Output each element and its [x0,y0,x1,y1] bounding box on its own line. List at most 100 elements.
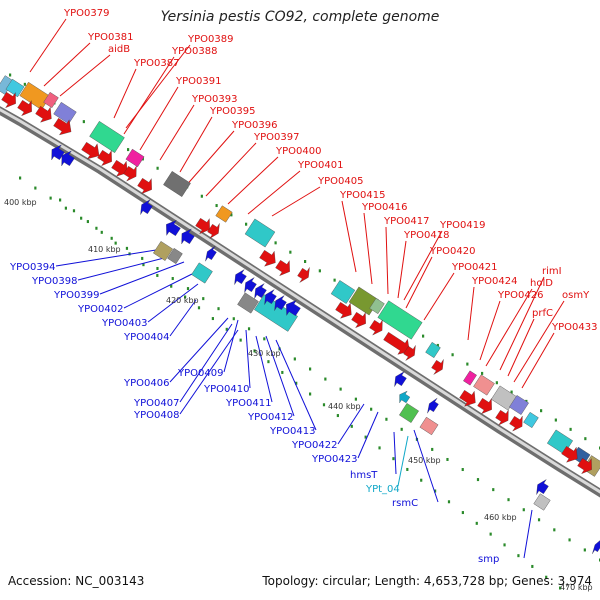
gene-label-ypo0411: YPO0411 [225,398,271,409]
tick-dot [318,269,321,273]
tick-dot [245,222,248,226]
gene-label-ypo0387: YPO0387 [133,58,179,69]
tick-dot [422,334,425,338]
gene-label-ypo0402: YPO0402 [77,304,123,315]
leader-line [223,319,239,373]
forward-gene-arrow [275,259,290,277]
gene-label-ypo0409: YPO0409 [177,368,223,379]
gene-block [43,91,59,109]
leader-line [265,335,295,417]
tick-dot [545,575,548,579]
gene-label-ypo0400: YPO0400 [275,146,321,157]
tick-dot [322,403,326,407]
tick-dot [59,198,62,202]
forward-gene-arrow [137,177,152,195]
kbp-label-450-kbp: 450 kbp [408,456,441,465]
tick-dot [230,213,233,217]
leader-line [397,240,407,299]
leader-line [245,329,251,389]
tick-dot [461,511,464,515]
leader-line [43,42,91,87]
leader-line [423,272,455,321]
tick-dot [170,284,173,288]
forward-gene-arrow [383,331,410,355]
leader-line [183,130,235,189]
tick-dot [434,489,437,493]
tick-dot [239,338,242,342]
tick-dot [554,418,557,422]
reverse-gene-arrow [286,299,301,317]
leader-line [113,68,137,119]
gene-label-ypo0398: YPO0398 [31,276,77,287]
gene-block [473,374,495,396]
gene-block [125,148,145,168]
tick-dot [583,548,586,552]
forward-gene-arrow [259,249,276,267]
gene-label-aidb: aidB [108,44,130,55]
gene-label-ypo0407: YPO0407 [133,398,179,409]
tick-dot [553,528,556,532]
gene-label-hmst: hmsT [350,470,378,481]
reverse-gene-arrow [61,150,75,167]
forward-gene-arrow [477,397,492,415]
gene-label-ypo0395: YPO0395 [209,106,255,117]
gene-label-ypo0391: YPO0391 [175,76,221,87]
kbp-label-400-kbp: 400 kbp [4,198,37,207]
gene-block [463,370,477,386]
leader-line [275,339,317,431]
gene-label-ypt-04: YPt_04 [365,484,400,495]
leader-line [341,200,357,273]
leader-line [55,249,157,267]
gene-label-ypo0393: YPO0393 [191,94,237,105]
leader-line [393,431,397,475]
gene-block [377,300,423,340]
tick-dot [378,446,381,450]
leader-line [499,276,545,371]
gene-label-ypo0408: YPO0408 [133,410,179,421]
tick-dot [114,241,117,245]
tick-dot [495,381,498,385]
leader-line [521,332,555,389]
tick-dot [267,360,270,364]
reverse-gene-arrow [51,144,65,161]
leader-line [123,56,175,135]
gene-block [399,403,419,423]
gene-block [523,411,539,429]
tick-dot [350,424,353,428]
gene-label-ypo0397: YPO0397 [253,132,299,143]
gene-block [244,218,276,248]
tick-dot [295,381,298,385]
tick-dot [333,278,336,282]
tick-dot [364,435,367,439]
leader-line [403,230,443,301]
reverse-gene-arrow [254,283,267,299]
tick-dot [461,468,464,472]
tick-dot [184,295,187,299]
gene-label-ypo0404: YPO0404 [123,332,169,343]
reverse-gene-arrow [244,277,257,293]
tick-dot [517,554,520,558]
gene-label-ypo0424: YPO0424 [471,276,517,287]
leader-line [159,104,195,161]
gene-label-ypo0388: YPO0388 [171,46,217,57]
tick-dot [171,277,174,281]
tick-dot [385,417,388,421]
tick-dot [274,241,277,245]
forward-gene-arrow [459,389,476,407]
forward-gene-arrow [35,105,52,123]
leader-line [179,116,213,173]
reverse-gene-arrow [234,269,247,285]
reverse-gene-arrow [427,397,439,414]
tick-dot [289,250,292,254]
gene-label-ypo0410: YPO0410 [203,384,249,395]
tick-dot [451,353,454,357]
tick-dot [82,120,85,124]
leader-line [357,411,379,459]
reverse-gene-arrow [205,245,217,262]
reverse-gene-arrow [536,479,549,495]
reverse-gene-arrow [140,199,153,215]
leader-line [59,54,111,97]
tick-dot [447,500,451,504]
